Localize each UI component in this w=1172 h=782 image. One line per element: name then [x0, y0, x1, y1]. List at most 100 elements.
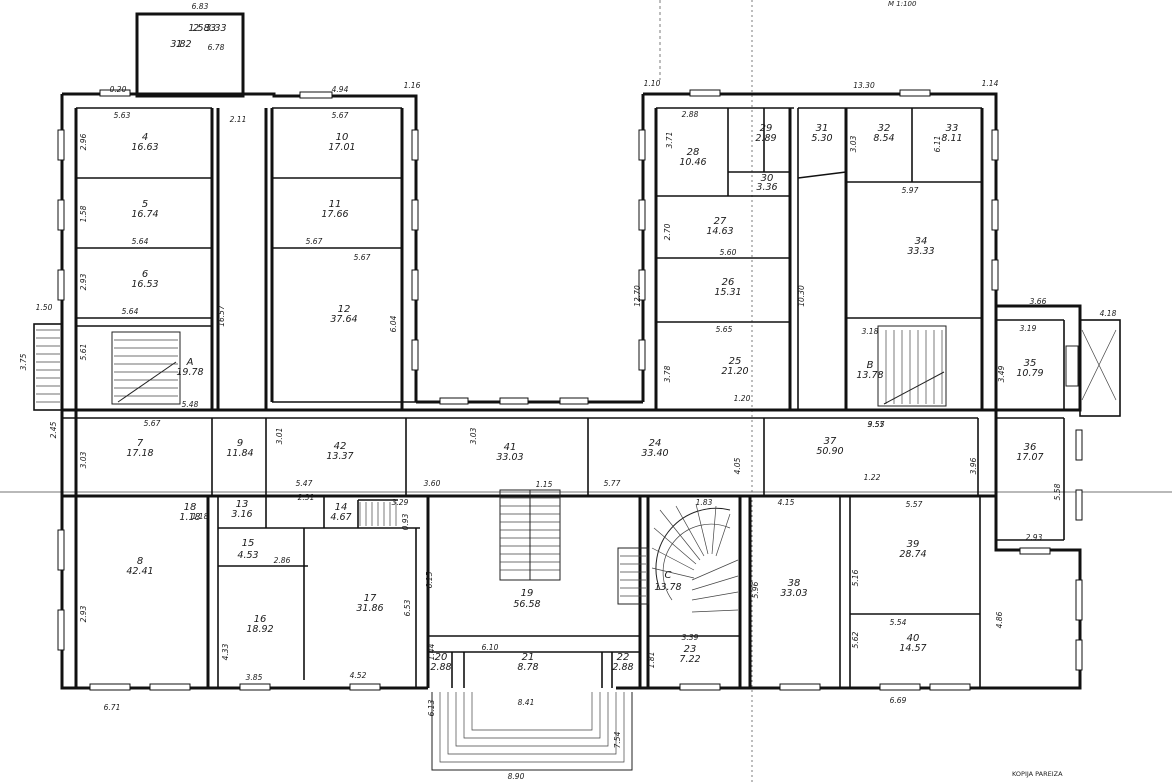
room-number: 2: [193, 23, 199, 34]
room-number: 24: [649, 438, 662, 449]
room-number: 42: [334, 441, 347, 452]
room-number: 6: [142, 269, 148, 280]
room-number: 32: [878, 123, 891, 134]
dimension-label: 7.54: [613, 731, 622, 748]
room-area: 17.01: [328, 142, 355, 153]
room-number: 15: [242, 538, 255, 549]
room-number: 35: [1024, 358, 1037, 369]
dimension-label: 6.10: [482, 643, 499, 652]
room-area: 10.46: [679, 157, 706, 168]
dimension-label: 3.39: [682, 633, 699, 642]
dimension-label: 2.70: [663, 223, 672, 240]
room-area: 28.74: [899, 549, 926, 560]
room-area: 56.58: [513, 599, 540, 610]
room-area: 7.22: [679, 654, 700, 665]
dimension-label: 4.94: [332, 85, 349, 94]
room-number: C: [665, 570, 672, 581]
dimension-label: 3.03: [79, 451, 88, 468]
room-number: 12: [338, 304, 351, 315]
room-area: 16.53: [131, 279, 158, 290]
dimension-label: 5.64: [132, 237, 149, 246]
room-area: 15.31: [714, 287, 741, 298]
room-number: 40: [907, 633, 920, 644]
room-number: 34: [915, 236, 928, 247]
room-number: 8: [137, 556, 143, 567]
dimension-label: 5.48: [182, 400, 199, 409]
room-area: 21.20: [721, 366, 748, 377]
room-number: 7: [137, 438, 144, 449]
room-area: 13.78: [654, 582, 681, 593]
room-number: B: [867, 360, 874, 371]
dimension-label: 5.61: [79, 344, 88, 361]
room-number: 39: [907, 539, 920, 550]
dimension-label: 4.18: [1100, 309, 1117, 318]
dimension-label: 8.90: [508, 772, 525, 781]
dimension-label: 3.19: [1020, 324, 1037, 333]
room-area: 17.18: [126, 448, 153, 459]
room-area: 11.84: [226, 448, 253, 459]
room-area: 8.11: [941, 133, 962, 144]
dimension-label: 5.65: [716, 325, 733, 334]
dimension-label: 2.86: [274, 556, 291, 565]
dimension-label: 8.41: [518, 698, 535, 707]
dimension-label: 4.33: [221, 643, 230, 660]
room-number: 27: [714, 216, 727, 227]
room-area: 14.57: [899, 643, 926, 654]
dimension-label: 2.93: [79, 273, 88, 290]
dimension-label: 4.05: [733, 457, 742, 474]
dimension-label: 3.49: [997, 365, 1006, 382]
dimension-label: 2.45: [49, 421, 58, 438]
room-number: 36: [1024, 442, 1037, 453]
room-area: 3.16: [231, 509, 252, 520]
dimension-label: 13.30: [853, 81, 875, 90]
dimension-label: 2.93: [79, 605, 88, 622]
room-number: 29: [760, 123, 773, 134]
room-area: 19.78: [176, 367, 203, 378]
scale-note: M 1:100: [888, 0, 917, 8]
dimension-label: 1.58: [79, 205, 88, 222]
dimension-label: 3.03: [849, 135, 858, 152]
dimension-label: 6.69: [890, 696, 907, 705]
room-area: 16.63: [131, 142, 158, 153]
room-number: 31: [816, 123, 829, 134]
dimension-label: 6.53: [403, 599, 412, 616]
room-area: 3.82: [170, 39, 191, 50]
dimension-label: 5.67: [354, 253, 371, 262]
dimension-label: 3.75: [19, 353, 28, 370]
room-area: 10.79: [1016, 368, 1043, 379]
room-area: 2.88: [430, 662, 451, 673]
dimension-label: 10.30: [797, 285, 806, 307]
dimension-label: 6.83: [192, 2, 209, 11]
dimension-label: 1.20: [734, 394, 751, 403]
room-area: 4.67: [330, 512, 351, 523]
room-number: 38: [788, 578, 801, 589]
dimension-label: 3.60: [424, 479, 441, 488]
dimension-label: 2.96: [79, 133, 88, 150]
dimension-label: 16.57: [217, 305, 226, 327]
room-number: 9: [237, 438, 243, 449]
dimension-label: 0.20: [110, 85, 127, 94]
dimension-label: 0.93: [401, 513, 410, 530]
room-number: 10: [336, 132, 349, 143]
dimension-label: 3.29: [392, 498, 409, 507]
dimension-label: 1.50: [36, 303, 53, 312]
dimension-label: 2.93: [1026, 533, 1043, 542]
dimension-label: 5.63: [114, 111, 131, 120]
room-area: 14.63: [706, 226, 733, 237]
dimension-label: 1.16: [404, 81, 421, 90]
room-area: 8.54: [873, 133, 894, 144]
dimension-label: 5.97: [902, 186, 919, 195]
room-area: 5.30: [811, 133, 832, 144]
room-area: 4.53: [237, 550, 258, 561]
dimension-label: 1.10: [644, 79, 661, 88]
dimension-label: 1.83: [696, 498, 713, 507]
room-number: 41: [504, 442, 517, 453]
room-area: 37.64: [330, 314, 357, 325]
dimension-label: 2.11: [230, 115, 247, 124]
room-area: 3.33: [205, 23, 226, 34]
dimension-label: 5.77: [604, 479, 621, 488]
dimension-label: 6.11: [933, 136, 942, 153]
dimension-label: 3.96: [969, 457, 978, 474]
room-number: 1: [176, 39, 182, 50]
